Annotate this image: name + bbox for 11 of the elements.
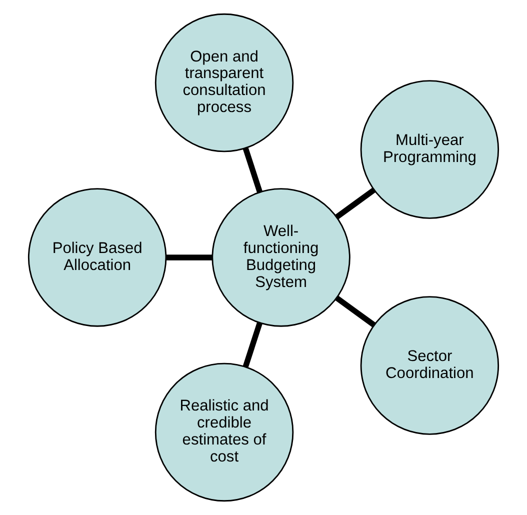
connector — [166, 254, 212, 260]
node-circle: Sector Coordination — [360, 296, 500, 435]
node-circle: Multi-year Programming — [360, 80, 500, 219]
connector — [242, 147, 262, 193]
node-circle: Well-functioning Budgeting System — [212, 188, 350, 327]
connector — [335, 188, 376, 220]
node-circle: Open and transparent consultation process — [154, 13, 294, 152]
connector — [242, 322, 262, 368]
node-circle: Realistic and credible estimates of cost — [154, 362, 294, 502]
connector — [335, 296, 376, 328]
node-circle: Policy Based Allocation — [28, 188, 167, 327]
